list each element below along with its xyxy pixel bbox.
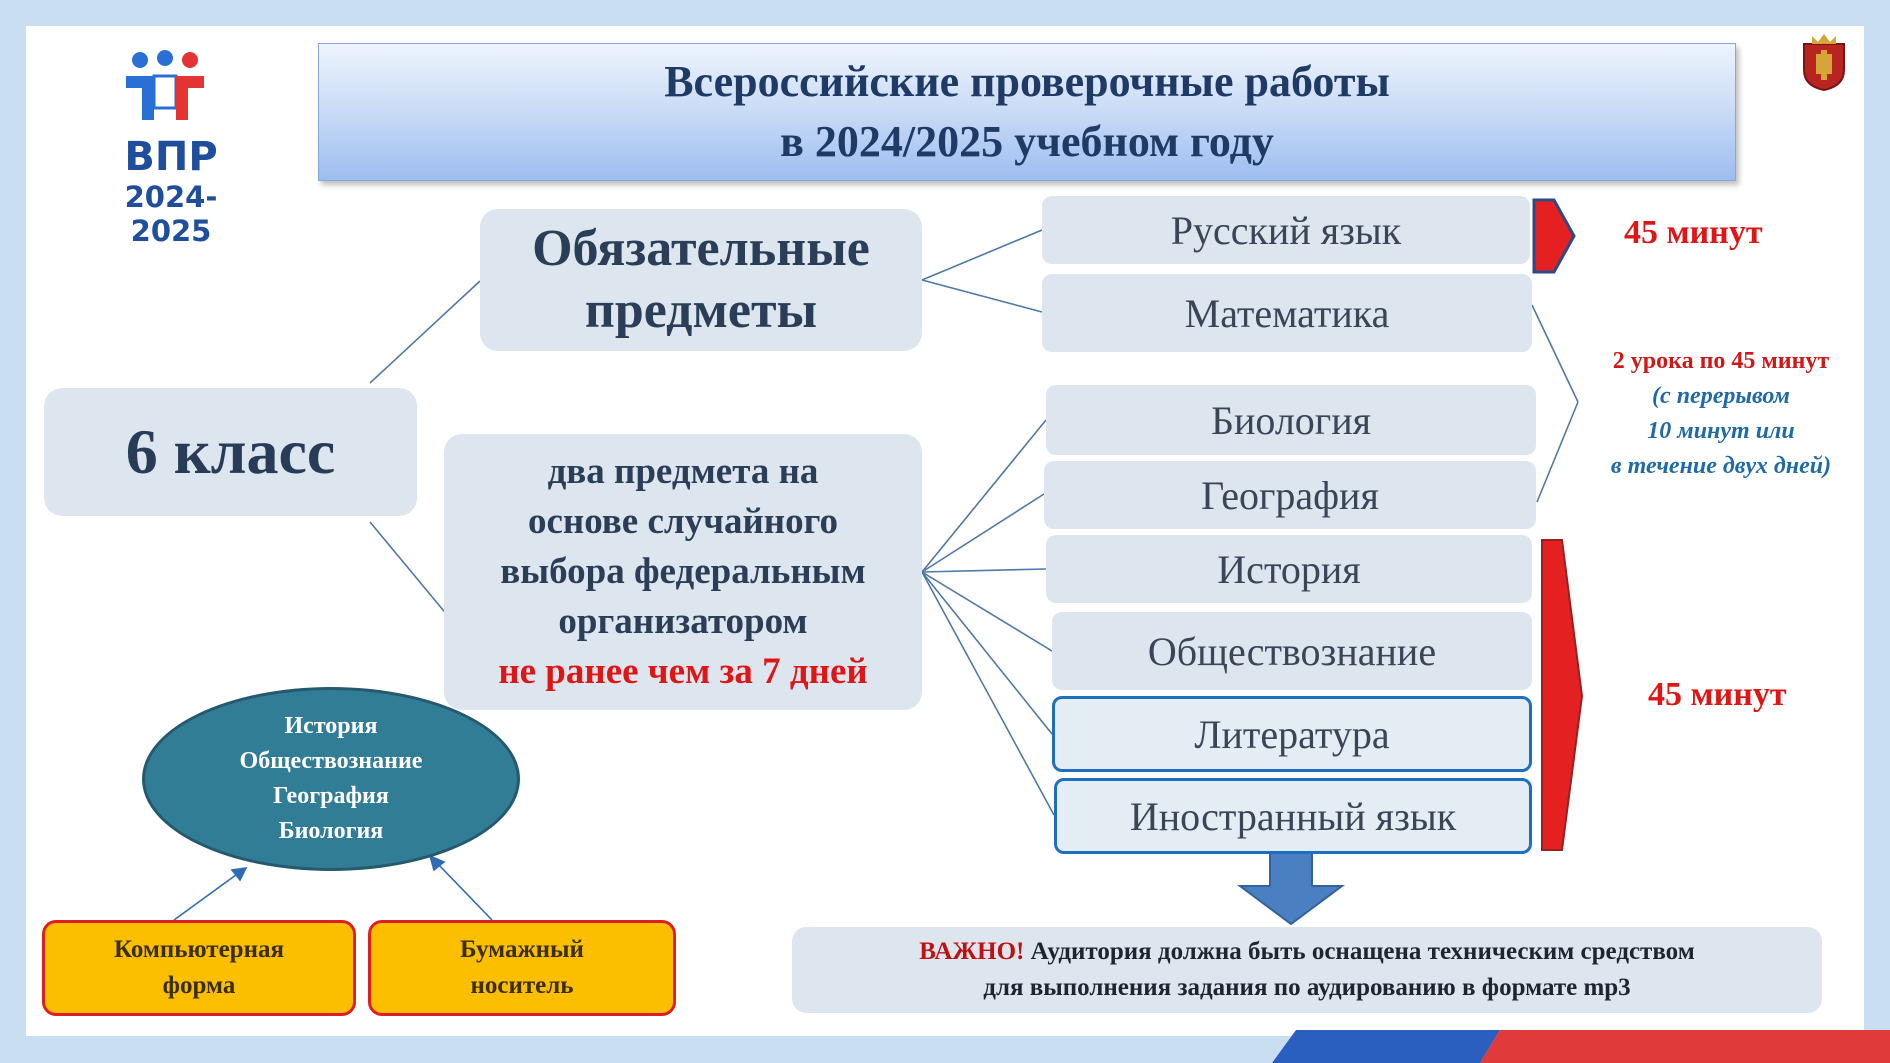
important-line-1: ВАЖНО! Аудитория должна быть оснащена те… — [919, 934, 1694, 970]
arrow-paper-line — [435, 861, 493, 921]
subject-biology: Биология — [1046, 385, 1536, 455]
paper-format-line-1: Бумажный — [460, 936, 584, 963]
connector-pair-bottom — [1536, 401, 1579, 503]
computer-format-box: Компьютерная форма — [42, 920, 356, 1016]
paper-format-line-2: носитель — [470, 972, 574, 999]
group-duration: 45 минут — [1648, 676, 1787, 713]
ellipse-item: Биология — [278, 818, 384, 844]
mandatory-line-2: предметы — [584, 282, 818, 339]
logo-years: 2024-2025 — [124, 180, 218, 248]
subject-biology-label: Биология — [1210, 397, 1372, 443]
random-line-2: основе случайного — [527, 501, 839, 542]
subject-literature: Литература — [1052, 696, 1532, 772]
subject-social: Обществознание — [1052, 612, 1532, 690]
important-down-arrow — [1236, 852, 1346, 926]
important-text-1: Аудитория должна быть оснащена техническ… — [1030, 938, 1695, 965]
subject-math: Математика — [1042, 274, 1532, 352]
grade-box: 6 класс — [44, 388, 417, 516]
random-line-3: выбора федеральным — [500, 551, 866, 592]
subject-foreign: Иностранный язык — [1054, 778, 1532, 854]
arrow-computer-line — [173, 871, 241, 921]
connector-lines — [369, 229, 1579, 816]
ellipse-item: География — [273, 783, 389, 809]
subject-foreign-label: Иностранный язык — [1129, 793, 1457, 839]
grade-label: 6 класс — [125, 416, 336, 487]
computer-format-line-2: форма — [162, 972, 236, 999]
connector-math — [921, 279, 1043, 313]
mandatory-line-1: Обязательные — [532, 220, 870, 277]
subject-social-label: Обществознание — [1147, 628, 1437, 674]
logo-abbr: ВПР — [124, 134, 218, 180]
format-arrows — [173, 854, 493, 921]
important-note: ВАЖНО! Аудитория должна быть оснащена те… — [792, 927, 1822, 1013]
connector-history — [921, 568, 1047, 573]
connector-literature — [921, 571, 1053, 735]
subject-history-label: История — [1217, 546, 1361, 592]
page-title: Всероссийские проверочные работы в 2024/… — [318, 43, 1736, 181]
subject-literature-label: Литература — [1194, 711, 1390, 757]
computer-subjects-ellipse: История Обществознание География Биологи… — [142, 687, 520, 871]
subject-geography: География — [1044, 461, 1536, 529]
subject-geography-label: География — [1201, 472, 1379, 518]
connector-foreign — [921, 571, 1055, 816]
connector-biology — [921, 419, 1047, 573]
subject-russian: Русский язык — [1042, 196, 1530, 264]
pair-duration-line-2: (с перерывом — [1652, 383, 1790, 409]
subject-math-label: Математика — [1184, 290, 1390, 336]
important-label: ВАЖНО! — [919, 938, 1025, 965]
russian-duration: 45 минут — [1624, 214, 1763, 251]
important-line-2: для выполнения задания по аудированию в … — [983, 974, 1631, 1001]
random-choice-box: два предмета на основе случайного выбора… — [444, 434, 922, 710]
ellipse-item: Обществознание — [239, 748, 423, 774]
connector-russian — [921, 229, 1043, 281]
title-line-1: Всероссийские проверочные работы — [664, 57, 1390, 106]
pair-duration-line-1: 2 урока по 45 минут — [1612, 348, 1830, 374]
paper-format-box: Бумажный носитель — [368, 920, 676, 1016]
connector-grade-random — [369, 521, 449, 617]
russian-duration-arrow — [1532, 198, 1576, 274]
pair-duration-line-3: 10 минут или — [1647, 418, 1795, 444]
vpr-logo-icon — [126, 50, 204, 120]
group-duration-arrow — [1541, 539, 1584, 851]
computer-format-line-1: Компьютерная — [113, 936, 285, 963]
arrow-paper-head — [428, 854, 446, 872]
random-line-4: организатором — [558, 601, 808, 642]
connector-geography — [921, 493, 1045, 573]
subject-russian-label: Русский язык — [1170, 207, 1402, 253]
connector-pair-top — [1531, 304, 1579, 403]
title-line-2: в 2024/2025 учебном году — [780, 117, 1274, 166]
connector-grade-mandatory — [369, 280, 481, 384]
random-deadline: не ранее чем за 7 дней — [498, 651, 868, 692]
ellipse-item: История — [284, 713, 378, 739]
arrow-computer-head — [230, 866, 248, 882]
mandatory-subjects-box: Обязательные предметы — [480, 209, 922, 351]
pair-duration-note: 2 урока по 45 минут (с перерывом 10 мину… — [1576, 344, 1866, 484]
random-line-1: два предмета на — [547, 451, 819, 492]
connector-social — [921, 571, 1053, 652]
pair-duration-line-4: в течение двух дней) — [1610, 453, 1832, 479]
subject-history: История — [1046, 535, 1532, 603]
region-emblem-icon — [1803, 34, 1845, 92]
